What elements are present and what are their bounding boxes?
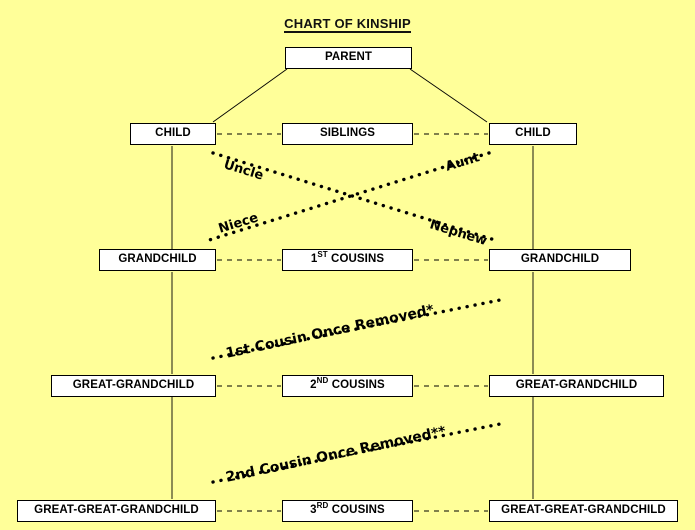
node-great-grandchild-right[interactable]: GREAT-GRANDCHILD bbox=[489, 375, 664, 397]
node-cousins-2nd[interactable]: 2ND COUSINS bbox=[282, 375, 413, 397]
relation-label-nephew: Nephew bbox=[427, 217, 489, 249]
node-cousins-2nd-ordinal: ND bbox=[316, 376, 329, 386]
node-cousins-3rd-word: COUSINS bbox=[328, 504, 385, 516]
node-child-right-label: CHILD bbox=[515, 127, 551, 139]
relation-label-uncle: Uncle bbox=[221, 157, 266, 184]
node-siblings[interactable]: SIBLINGS bbox=[282, 123, 413, 145]
node-child-right[interactable]: CHILD bbox=[489, 123, 577, 145]
node-parent-label: PARENT bbox=[324, 51, 373, 63]
node-cousins-3rd-number: 3 bbox=[310, 504, 317, 516]
node-great-great-grandchild-right-label: GREAT-GREAT-GRANDCHILD bbox=[501, 504, 666, 516]
node-cousins-2nd-number: 2 bbox=[310, 379, 317, 391]
node-child-left-label: CHILD bbox=[155, 127, 191, 139]
node-cousins-1st-word: COUSINS bbox=[327, 253, 385, 265]
node-great-grandchild-right-label: GREAT-GRANDCHILD bbox=[515, 379, 638, 391]
node-great-grandchild-left[interactable]: GREAT-GRANDCHILD bbox=[51, 375, 216, 397]
relation-label-aunt: Aunt bbox=[443, 150, 482, 175]
node-great-great-grandchild-left[interactable]: GREAT-GREAT-GRANDCHILD bbox=[17, 500, 216, 522]
node-cousins-3rd-ordinal: RD bbox=[316, 501, 329, 511]
edge-parent-to-child-left bbox=[212, 68, 288, 123]
edge-parent-to-child-right bbox=[409, 68, 488, 123]
node-child-left[interactable]: CHILD bbox=[130, 123, 216, 145]
node-siblings-label: SIBLINGS bbox=[319, 127, 376, 139]
node-great-grandchild-left-label: GREAT-GRANDCHILD bbox=[72, 379, 195, 391]
page-title: CHART OF KINSHIP bbox=[0, 16, 695, 33]
node-cousins-2nd-word: COUSINS bbox=[328, 379, 385, 391]
node-grandchild-left[interactable]: GRANDCHILD bbox=[99, 249, 216, 271]
page-title-text: CHART OF KINSHIP bbox=[284, 16, 411, 33]
node-grandchild-right-label: GRANDCHILD bbox=[520, 253, 600, 265]
node-great-great-grandchild-left-label: GREAT-GREAT-GRANDCHILD bbox=[34, 504, 199, 516]
node-parent[interactable]: PARENT bbox=[285, 47, 412, 69]
node-grandchild-left-label: GRANDCHILD bbox=[118, 253, 197, 265]
node-cousins-1st-number: 1 bbox=[310, 253, 318, 265]
relation-label-1st-cousin-once-removed: 1st Cousin Once Removed* bbox=[224, 302, 436, 362]
node-grandchild-right[interactable]: GRANDCHILD bbox=[489, 249, 631, 271]
node-great-great-grandchild-right[interactable]: GREAT-GREAT-GRANDCHILD bbox=[489, 500, 678, 522]
relation-label-niece: Niece bbox=[216, 210, 261, 237]
node-cousins-3rd[interactable]: 3RD COUSINS bbox=[282, 500, 413, 522]
node-cousins-1st-ordinal: ST bbox=[317, 250, 328, 260]
node-cousins-1st[interactable]: 1ST COUSINS bbox=[282, 249, 413, 271]
relation-label-2nd-cousin-once-removed: 2nd Cousin Once Removed** bbox=[224, 423, 448, 486]
